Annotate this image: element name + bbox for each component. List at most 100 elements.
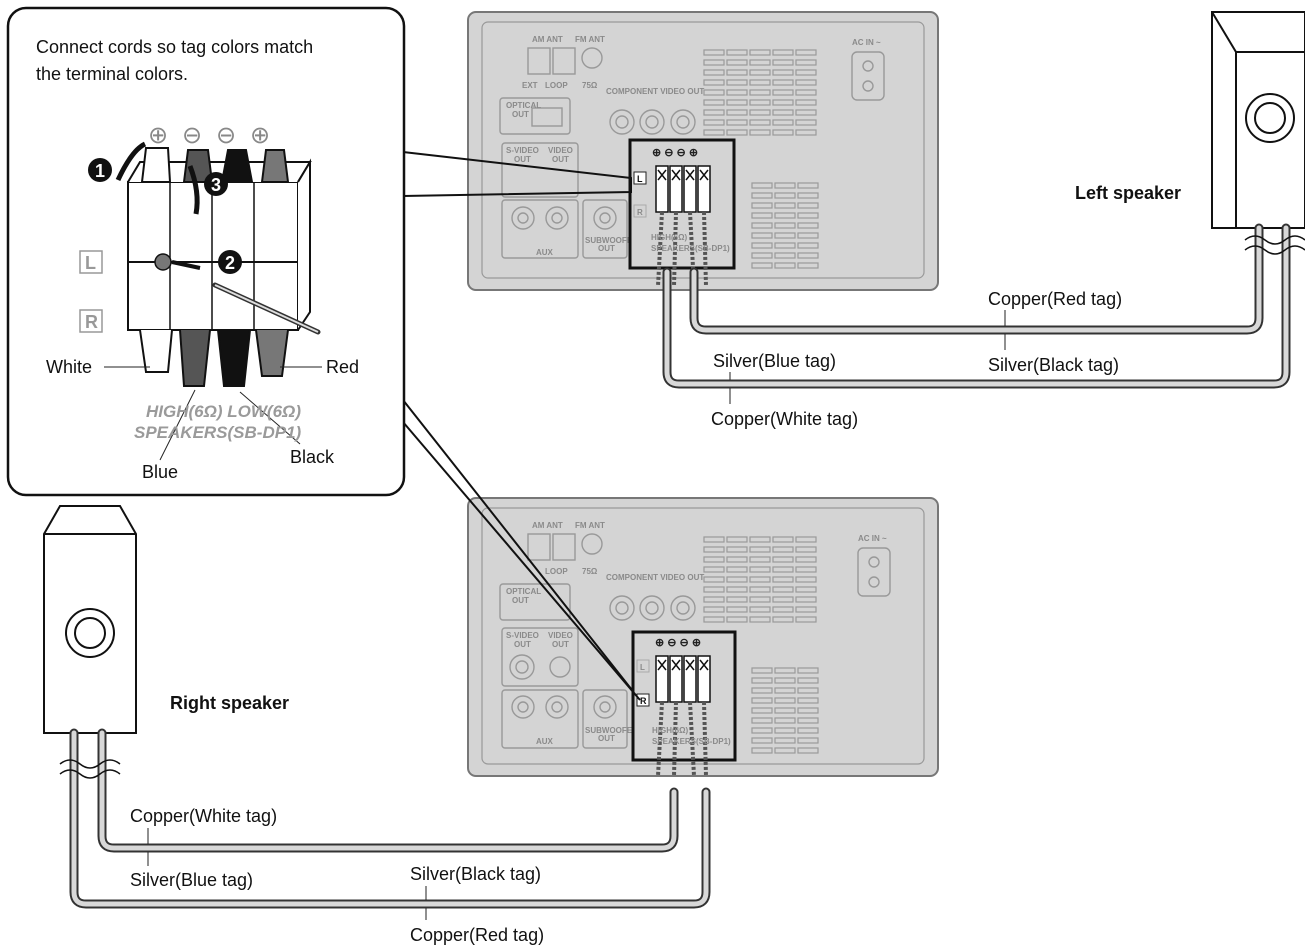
speaker-wire — [656, 701, 664, 777]
vent-slot — [749, 79, 771, 86]
loop-label: LOOP — [545, 81, 568, 90]
right-speaker: Right speaker — [43, 505, 289, 734]
vent-slot — [726, 129, 748, 136]
vent-slot — [703, 49, 725, 56]
fm-ant-label-b: FM ANT — [575, 521, 605, 530]
vent-slot — [751, 222, 773, 229]
optical-label-1: OPTICAL — [506, 101, 541, 110]
vent-slot — [703, 596, 725, 603]
vent-slot — [726, 99, 748, 106]
close-arrow-icon — [187, 165, 200, 215]
vent-slot — [772, 596, 794, 603]
vent-slot — [703, 89, 725, 96]
vent-slot — [795, 566, 817, 573]
vent-slot — [772, 606, 794, 613]
ac-in-label: AC IN ~ — [852, 38, 881, 47]
detail-callout: Connect cords so tag colors match the te… — [6, 6, 641, 701]
terminal-caption-bottom-2: SPEAKERS(SB-DP1) — [652, 737, 731, 746]
tag-blue-label: Blue — [142, 462, 178, 482]
terminal-polarity-top: ⊕ ⊖ ⊖ ⊕ — [652, 147, 698, 159]
vent-slot — [797, 252, 819, 259]
vent-slot — [703, 536, 725, 543]
channel-r-bottom: R — [640, 696, 647, 706]
vent-slot — [774, 727, 796, 734]
step-3-marker — [204, 172, 228, 196]
vent-slot — [749, 566, 771, 573]
speaker-wire — [702, 701, 708, 777]
right-cord-labels: Copper(White tag) Silver(Blue tag) Silve… — [130, 806, 544, 945]
vent-slot — [795, 119, 817, 126]
s-video-label-b1: S-VIDEO — [506, 631, 539, 640]
video-label-1: VIDEO — [548, 146, 573, 155]
vent-slot — [749, 546, 771, 553]
vent-slot — [797, 707, 819, 714]
insert-arrow-icon — [171, 260, 201, 270]
channel-l-top: L — [637, 174, 643, 184]
vent-slot — [749, 606, 771, 613]
vent-slot — [726, 89, 748, 96]
ac-in-label-b: AC IN ~ — [858, 534, 887, 543]
vent-slot — [774, 667, 796, 674]
right-silver-blue-label: Silver(Blue tag) — [130, 870, 253, 890]
vent-slot — [703, 129, 725, 136]
s-video-label-b2: OUT — [514, 640, 531, 649]
vent-slot — [751, 707, 773, 714]
vent-slot — [797, 182, 819, 189]
terminal-caption-top-2: SPEAKERS(SB-DP1) — [651, 244, 730, 253]
terminal-clip — [683, 655, 697, 703]
optical-label-b2: OUT — [512, 596, 529, 605]
am-ant-label-b: AM ANT — [532, 521, 563, 530]
ohm75-label: 75Ω — [582, 81, 598, 90]
vent-slot — [774, 707, 796, 714]
vent-slot — [774, 697, 796, 704]
terminal-clip — [683, 165, 697, 213]
vent-slot — [703, 119, 725, 126]
detail-polarity-symbol: ⊕ — [250, 121, 270, 149]
vent-slot — [795, 556, 817, 563]
vent-slot — [797, 697, 819, 704]
vent-slot — [703, 586, 725, 593]
vent-slot — [726, 586, 748, 593]
vent-slot — [703, 616, 725, 623]
video-label-b2: OUT — [552, 640, 569, 649]
vent-slot — [795, 576, 817, 583]
vent-slot — [751, 192, 773, 199]
aux-label-b: AUX — [536, 737, 554, 746]
tag-black-label: Black — [290, 447, 335, 467]
right-silver-black-label: Silver(Black tag) — [410, 864, 541, 884]
right-copper-white-label: Copper(White tag) — [130, 806, 277, 826]
vent-slot — [774, 252, 796, 259]
vent-slot — [726, 616, 748, 623]
terminal-caption-top-1: HIGH(6Ω) — [651, 233, 688, 242]
terminal-clip — [697, 165, 711, 213]
vent-slot — [751, 182, 773, 189]
vent-slot — [726, 546, 748, 553]
vent-slot — [795, 596, 817, 603]
vent-slot — [797, 727, 819, 734]
vent-slot — [749, 109, 771, 116]
left-cord-labels: Copper(Red tag) Silver(Black tag) Silver… — [711, 289, 1122, 429]
vent-slot — [772, 49, 794, 56]
vent-slot — [797, 242, 819, 249]
speaker-wire — [672, 701, 678, 777]
vent-slot — [797, 232, 819, 239]
vent-slot — [797, 717, 819, 724]
vent-slot — [703, 59, 725, 66]
vent-slot — [774, 222, 796, 229]
vent-slot — [726, 119, 748, 126]
vent-slot — [797, 262, 819, 269]
terminal-clip — [655, 165, 669, 213]
vent-slot — [749, 69, 771, 76]
speaker-wire — [656, 211, 664, 287]
detail-channel-l: L — [85, 253, 96, 273]
vent-slot — [774, 717, 796, 724]
vent-slot — [749, 536, 771, 543]
detail-channel-r: R — [85, 312, 98, 332]
vent-slot — [703, 576, 725, 583]
vent-slot — [772, 576, 794, 583]
vent-slot — [797, 212, 819, 219]
vent-slot — [772, 536, 794, 543]
speaker-wire — [702, 211, 708, 287]
vent-slot — [703, 79, 725, 86]
vent-slot — [774, 737, 796, 744]
